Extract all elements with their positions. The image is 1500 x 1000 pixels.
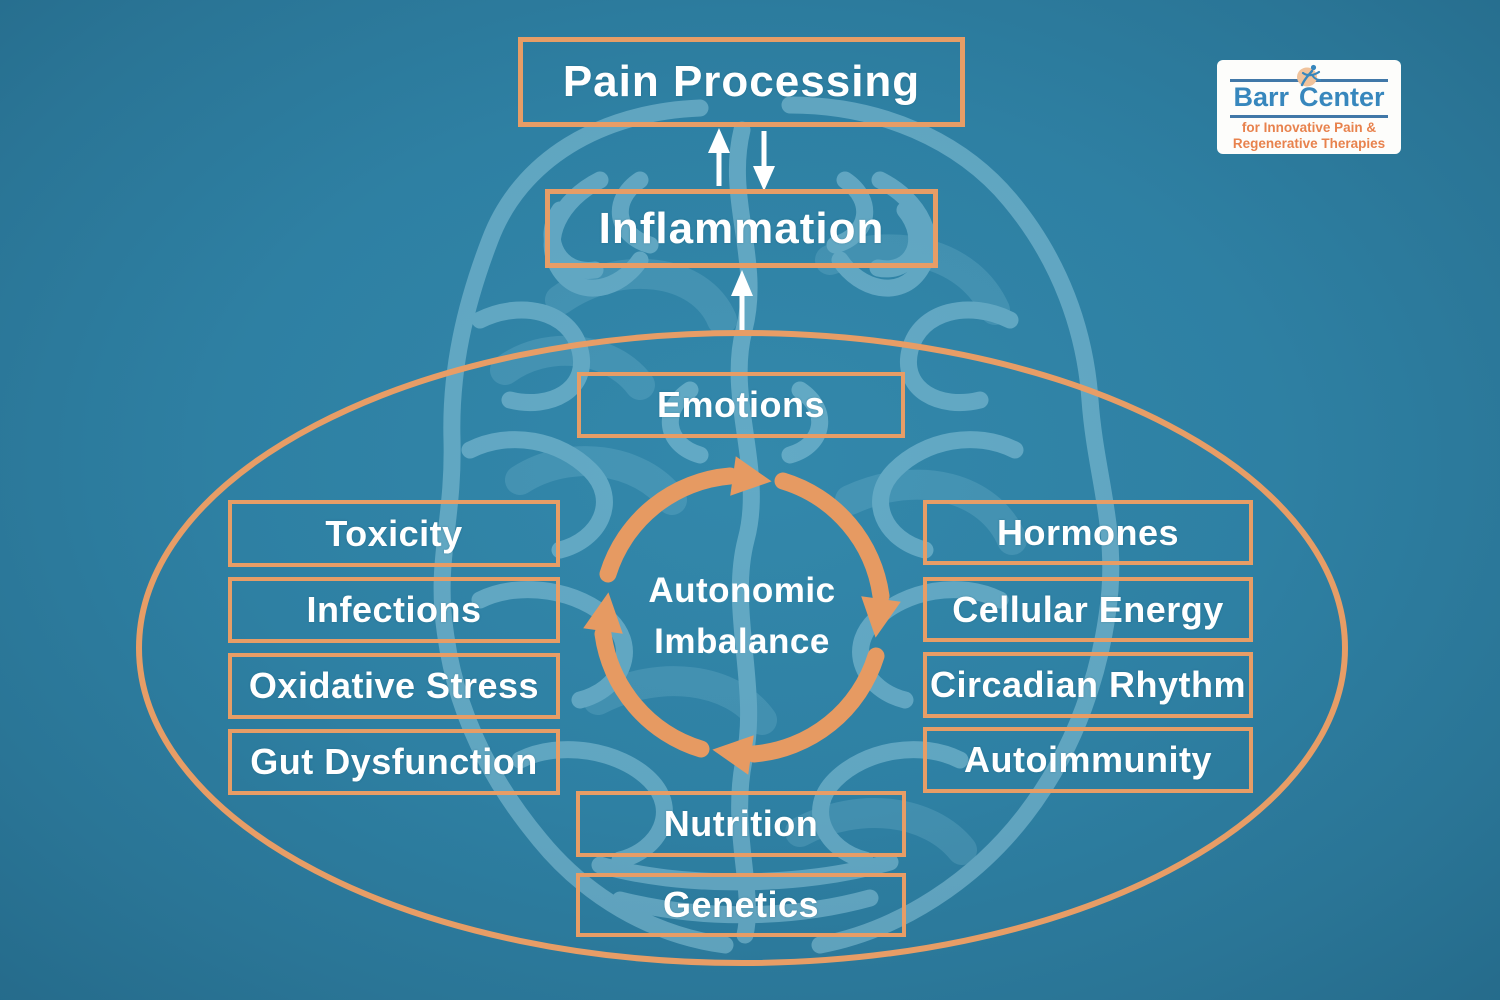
cycle-arrowhead-east-icon <box>730 456 772 496</box>
node-oxidative-stress: Oxidative Stress <box>228 653 560 719</box>
node-autoimmunity: Autoimmunity <box>923 727 1253 793</box>
node-gut-dysfunction: Gut Dysfunction <box>228 729 560 795</box>
arrow-inflammation-to-pain-icon <box>708 128 730 186</box>
node-nutrition: Nutrition <box>576 791 906 857</box>
node-circadian-rhythm-label: Circadian Rhythm <box>929 664 1247 705</box>
cycle-arc-top-left <box>599 467 739 583</box>
node-emotions: Emotions <box>577 372 905 438</box>
node-autoimmunity-label: Autoimmunity <box>964 739 1212 780</box>
logo-bottom-rule <box>1230 115 1388 118</box>
logo-tagline-line1: for Innovative Pain & <box>1241 120 1377 135</box>
node-emotions-label: Emotions <box>656 384 825 425</box>
node-pain-processing-label: Pain Processing <box>562 57 921 106</box>
dancing-figure-icon <box>1297 64 1321 87</box>
node-inflammation-label: Inflammation <box>598 203 885 253</box>
barr-center-logo: Barr Center for Innovative Pain & Regener… <box>1217 60 1401 154</box>
node-inflammation: Inflammation <box>545 189 938 268</box>
node-nutrition-label: Nutrition <box>663 803 819 844</box>
cycle-center-label: Autonomic Imbalance <box>617 565 867 667</box>
node-cellular-energy: Cellular Energy <box>923 577 1253 642</box>
cycle-arc-bottom-left <box>594 625 710 758</box>
node-pain-processing: Pain Processing <box>518 37 965 127</box>
cycle-center-line2: Imbalance <box>654 622 830 661</box>
logo-name-second: Center <box>1299 82 1385 112</box>
node-toxicity: Toxicity <box>228 500 560 567</box>
cycle-arrowheads <box>583 456 901 775</box>
node-genetics: Genetics <box>576 873 906 937</box>
logo-tagline-line2: Regenerative Therapies <box>1232 136 1386 151</box>
logo-name: Barr Center <box>1217 82 1401 113</box>
node-circadian-rhythm: Circadian Rhythm <box>923 652 1253 718</box>
cycle-arc-bottom-right <box>745 647 885 763</box>
cycle-center-line1: Autonomic <box>648 571 836 610</box>
node-toxicity-label: Toxicity <box>325 512 463 554</box>
cycle-arrows-icon <box>594 467 890 763</box>
arrow-cycle-to-inflammation-icon <box>731 270 753 330</box>
node-hormones-label: Hormones <box>996 511 1180 553</box>
node-gut-dysfunction-label: Gut Dysfunction <box>250 741 538 782</box>
node-genetics-label: Genetics <box>662 884 820 925</box>
cycle-arrowhead-north-icon <box>583 592 623 634</box>
cycle-ellipse-outline <box>136 330 1348 966</box>
arrow-pain-to-inflammation-icon <box>753 131 775 191</box>
node-oxidative-stress-label: Oxidative Stress <box>248 665 540 706</box>
cycle-arc-top-right <box>774 472 890 605</box>
node-infections: Infections <box>228 577 560 643</box>
node-cellular-energy-label: Cellular Energy <box>952 588 1224 630</box>
logo-name-first: Barr <box>1233 82 1289 112</box>
node-hormones: Hormones <box>923 500 1253 565</box>
flow-arrows <box>708 128 775 330</box>
cycle-arrowhead-west-icon <box>712 735 754 775</box>
node-infections-label: Infections <box>306 589 482 630</box>
cycle-arrowhead-south-icon <box>861 596 901 638</box>
